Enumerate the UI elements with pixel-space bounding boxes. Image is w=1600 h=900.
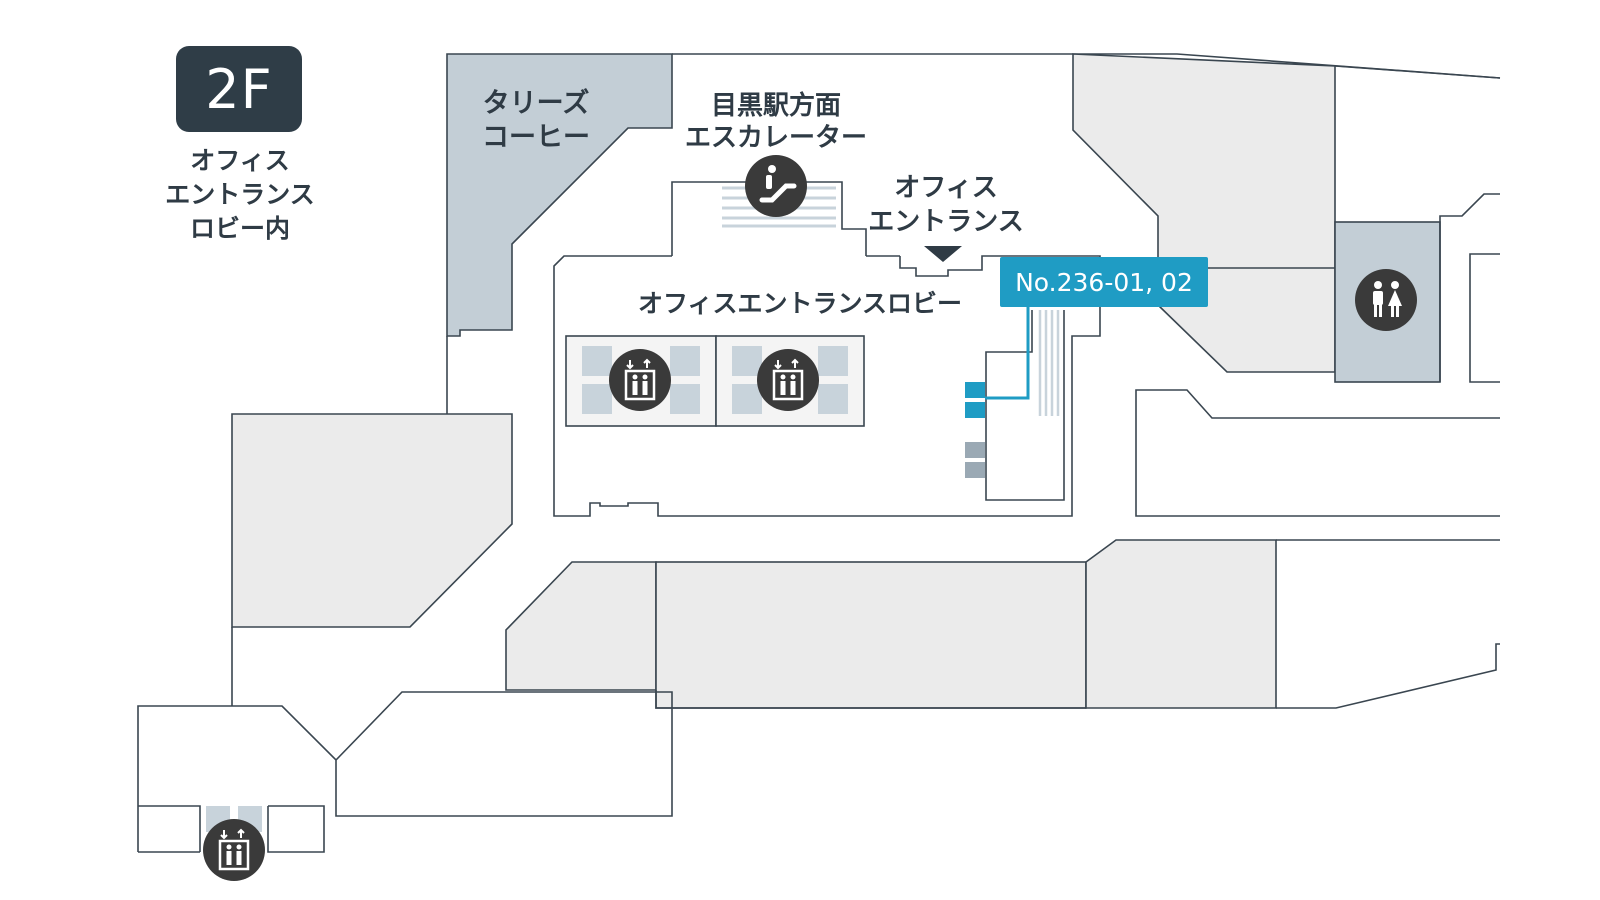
shop-bottom-2[interactable] [655,561,1087,709]
elevator-icon [757,349,819,411]
floor-description-line1: オフィス [190,146,290,175]
entrance-label-line2: エントランス [868,207,1023,237]
restroom-side-wall [1439,193,1500,382]
elevator-icon [203,819,265,881]
room-bottom-left [137,691,673,852]
bottom-shop-lower-wall [655,690,1086,709]
restroom-icon [1355,269,1417,331]
escalator-label-line1: 目黒駅方面 [711,90,841,121]
floor-description: オフィス エントランス ロビー内 [150,144,330,246]
entrance-label-line1: オフィス [894,173,997,203]
shop-bottom-1[interactable] [505,561,657,691]
tullys-coffee-area[interactable] [446,53,673,337]
adjacent-unit-b [965,462,985,478]
right-room-outline [1469,253,1500,383]
floor-description-line2: エントランス [165,180,315,209]
shop-bottom-3[interactable] [1085,539,1277,709]
unit-leader-line [985,306,1030,400]
bottom-right-room-lower [1276,643,1500,709]
room-bottom-left-right [267,805,325,853]
escalator-hall-wall [671,181,867,256]
right-middle-room [1135,389,1500,517]
shop-block-top-right[interactable] [1072,53,1336,373]
shop-left-middle[interactable] [231,413,513,628]
target-unit-01[interactable] [965,382,985,398]
room-bottom-left-lower [138,805,201,852]
down-triangle-icon [924,246,962,262]
elevator-icon [609,349,671,411]
target-unit-room [985,310,1065,501]
tullys-label-line1: タリーズ [483,87,590,119]
adjacent-unit-a [965,442,985,458]
tullys-label-line2: コーヒー [482,122,590,153]
elevator-cars [582,346,848,414]
floor-badge: 2F [176,46,302,132]
target-unit-02[interactable] [965,402,985,418]
target-unit-tag[interactable]: No.236-01, 02 [1000,257,1208,307]
escalator-label-line2: エスカレーター [685,123,867,153]
lobby-wall [553,255,1101,517]
floor-description-line3: ロビー内 [189,214,290,243]
stair-lines [1038,310,1060,416]
escalator-icon [745,155,807,217]
lobby-label: オフィスエントランスロビー [638,289,962,318]
outer-wall-right-top [1334,65,1501,79]
